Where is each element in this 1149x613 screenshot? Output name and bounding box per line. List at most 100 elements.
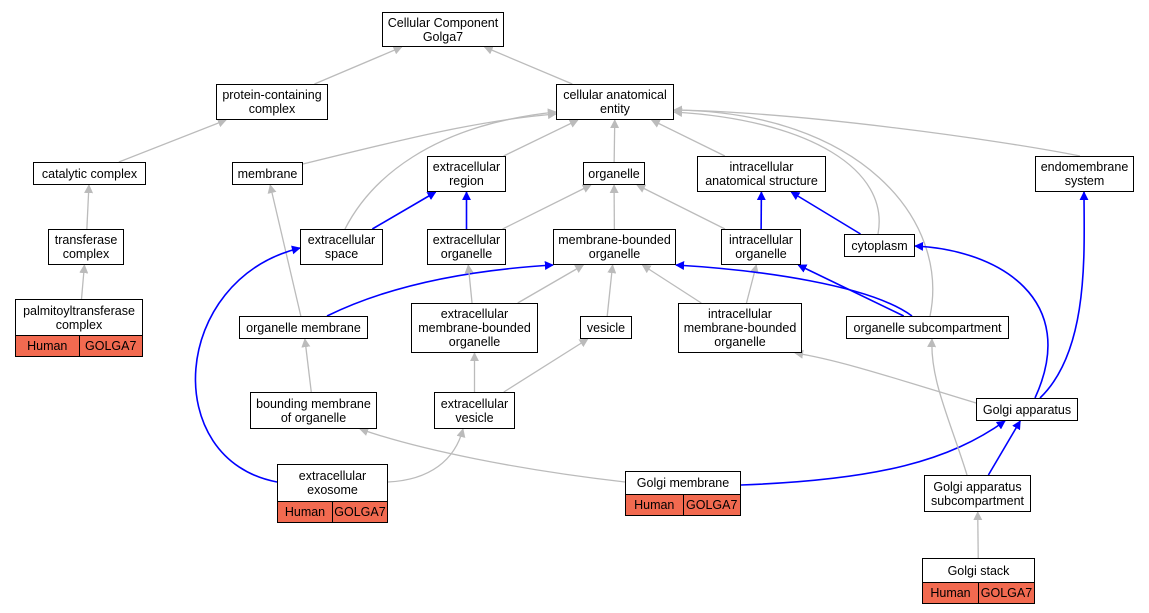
edge-part-of-cytoplasm-to-intracellular-anatomical-structure [790,191,861,235]
edge-is-a-extracellular-mb-organelle-to-membrane-bounded-organelle [517,264,585,304]
node-label: transferase complex [54,233,118,261]
node-protein-containing-complex[interactable]: protein-containing complex [216,84,328,120]
node-label: extracellular region [432,160,501,188]
node-label: cellular anatomical entity [563,88,667,116]
edge-is-a-extracellular-space-to-cellular-anatomical-entity [344,108,557,230]
node-label: protein-containing complex [222,88,322,116]
node-label: extracellular membrane-bounded organelle [418,307,531,349]
node-cytoplasm[interactable]: cytoplasm [844,234,915,257]
edge-is-a-cellular-anatomical-entity-to-cc-golga7 [483,45,573,85]
annotation-species: Human [634,498,675,512]
edge-is-a-organelle-to-cellular-anatomical-entity [610,119,620,163]
edge-is-a-bounding-membrane-to-organelle-membrane [301,338,312,393]
node-label: organelle [588,166,640,181]
node-transferase-complex[interactable]: transferase complex [48,229,124,265]
annotation-row: Human GOLGA7 [923,582,1034,603]
node-cellular-anatomical-entity[interactable]: cellular anatomical entity [556,84,674,120]
edge-is-a-golgi-apparatus-subcompartment-to-organelle-subcompartment [927,338,968,476]
annotation-gene: GOLGA7 [332,502,387,522]
node-extracellular-vesicle[interactable]: extracellular vesicle [434,392,515,429]
node-label: extracellular exosome [298,469,367,497]
edge-is-a-organelle-subcompartment-to-cellular-anatomical-entity [673,105,934,317]
edge-is-a-extracellular-vesicle-to-vesicle [503,338,589,393]
node-label: organelle subcompartment [853,320,1002,335]
edge-is-a-extracellular-exosome-to-extracellular-vesicle [387,428,466,483]
node-label: extracellular space [307,233,376,261]
edge-part-of-organelle-subcompartment-to-membrane-bounded-organelle [675,260,913,317]
node-label: catalytic complex [41,166,138,181]
node-organelle-subcompartment[interactable]: organelle subcompartment [846,316,1009,339]
node-intracellular-mb-organelle[interactable]: intracellular membrane-bounded organelle [678,303,802,353]
edge-is-a-golgi-membrane-to-bounding-membrane [359,427,626,483]
node-label: intracellular membrane-bounded organelle [683,307,797,349]
edge-part-of-golgi-membrane-to-golgi-apparatus [740,420,1006,486]
edge-is-a-intracellular-organelle-to-organelle [636,184,726,230]
node-extracellular-organelle[interactable]: extracellular organelle [427,229,506,265]
node-golgi-apparatus[interactable]: Golgi apparatus [976,398,1078,421]
annotation-row: Human GOLGA7 [278,501,387,522]
annotation-gene: GOLGA7 [978,583,1034,603]
node-label: Golgi stack [947,563,1010,578]
node-label: Golgi membrane [636,476,730,490]
node-label: extracellular vesicle [440,396,509,425]
edge-is-a-intracellular-anatomical-structure-to-cellular-anatomical-entity [650,119,726,157]
node-label: Golgi apparatus subcompartment [930,479,1025,508]
node-extracellular-space[interactable]: extracellular space [300,229,383,265]
edge-is-a-palmitoyltransferase-complex-to-transferase-complex [79,264,89,300]
edge-is-a-protein-containing-complex-to-cc-golga7 [314,46,403,85]
annotation-gene: GOLGA7 [682,495,741,515]
edge-is-a-endomembrane-system-to-cellular-anatomical-entity [673,105,1081,157]
node-cc-golga7[interactable]: Cellular Component Golga7 [382,12,504,47]
edge-is-a-golgi-stack-to-golgi-apparatus-subcompartment [973,511,983,559]
annotation-row: Human GOLGA7 [16,335,142,356]
edge-is-a-organelle-membrane-to-membrane [267,184,302,317]
node-intracellular-anatomical-structure[interactable]: intracellular anatomical structure [697,156,826,192]
node-organelle[interactable]: organelle [583,162,645,185]
node-label: cytoplasm [851,238,908,253]
node-intracellular-organelle[interactable]: intracellular organelle [721,229,801,265]
node-label: membrane [237,166,298,181]
annotation-species: Human [284,505,326,519]
node-membrane[interactable]: membrane [232,162,303,185]
edge-part-of-extracellular-exosome-to-extracellular-space [194,245,301,483]
node-vesicle[interactable]: vesicle [580,316,632,339]
node-label: intracellular anatomical structure [705,160,818,188]
edge-is-a-cytoplasm-to-cellular-anatomical-entity [673,107,880,235]
annotation-gene: GOLGA7 [78,336,143,356]
node-label: membrane-bounded organelle [558,233,671,261]
annotation-species: Human [930,586,971,600]
edge-part-of-organelle-subcompartment-to-intracellular-organelle [797,264,905,317]
edge-part-of-golgi-apparatus-to-cytoplasm [914,241,1049,399]
node-label: extracellular organelle [432,233,501,261]
annotation-row: Human GOLGA7 [626,494,740,515]
edge-is-a-intracellular-mb-organelle-to-membrane-bounded-organelle [641,264,702,304]
node-endomembrane-system[interactable]: endomembrane system [1035,156,1134,192]
node-label: Golgi apparatus [982,402,1072,417]
node-label: vesicle [586,320,626,335]
edge-is-a-extracellular-mb-organelle-to-extracellular-organelle [464,264,474,304]
edge-is-a-transferase-complex-to-catalytic-complex [84,184,94,230]
node-bounding-membrane[interactable]: bounding membrane of organelle [250,392,377,429]
node-label: endomembrane system [1040,160,1129,188]
node-label: bounding membrane of organelle [256,396,371,425]
edge-is-a-extracellular-organelle-to-organelle [502,184,592,230]
node-extracellular-region[interactable]: extracellular region [427,156,506,192]
node-extracellular-mb-organelle[interactable]: extracellular membrane-bounded organelle [411,303,538,353]
node-golgi-apparatus-subcompartment[interactable]: Golgi apparatus subcompartment [924,475,1031,512]
edge-part-of-golgi-apparatus-subcompartment-to-golgi-apparatus [987,420,1021,476]
edge-part-of-extracellular-space-to-extracellular-region [371,191,437,230]
annotation-species: Human [27,339,68,353]
node-label: Cellular Component Golga7 [387,15,499,44]
node-membrane-bounded-organelle[interactable]: membrane-bounded organelle [553,229,676,265]
edge-is-a-extracellular-region-to-cellular-anatomical-entity [503,119,579,157]
node-catalytic-complex[interactable]: catalytic complex [33,162,146,185]
node-organelle-membrane[interactable]: organelle membrane [239,316,368,339]
edge-is-a-catalytic-complex-to-protein-containing-complex [118,118,227,163]
edge-part-of-golgi-apparatus-to-endomembrane-system [1039,191,1089,399]
